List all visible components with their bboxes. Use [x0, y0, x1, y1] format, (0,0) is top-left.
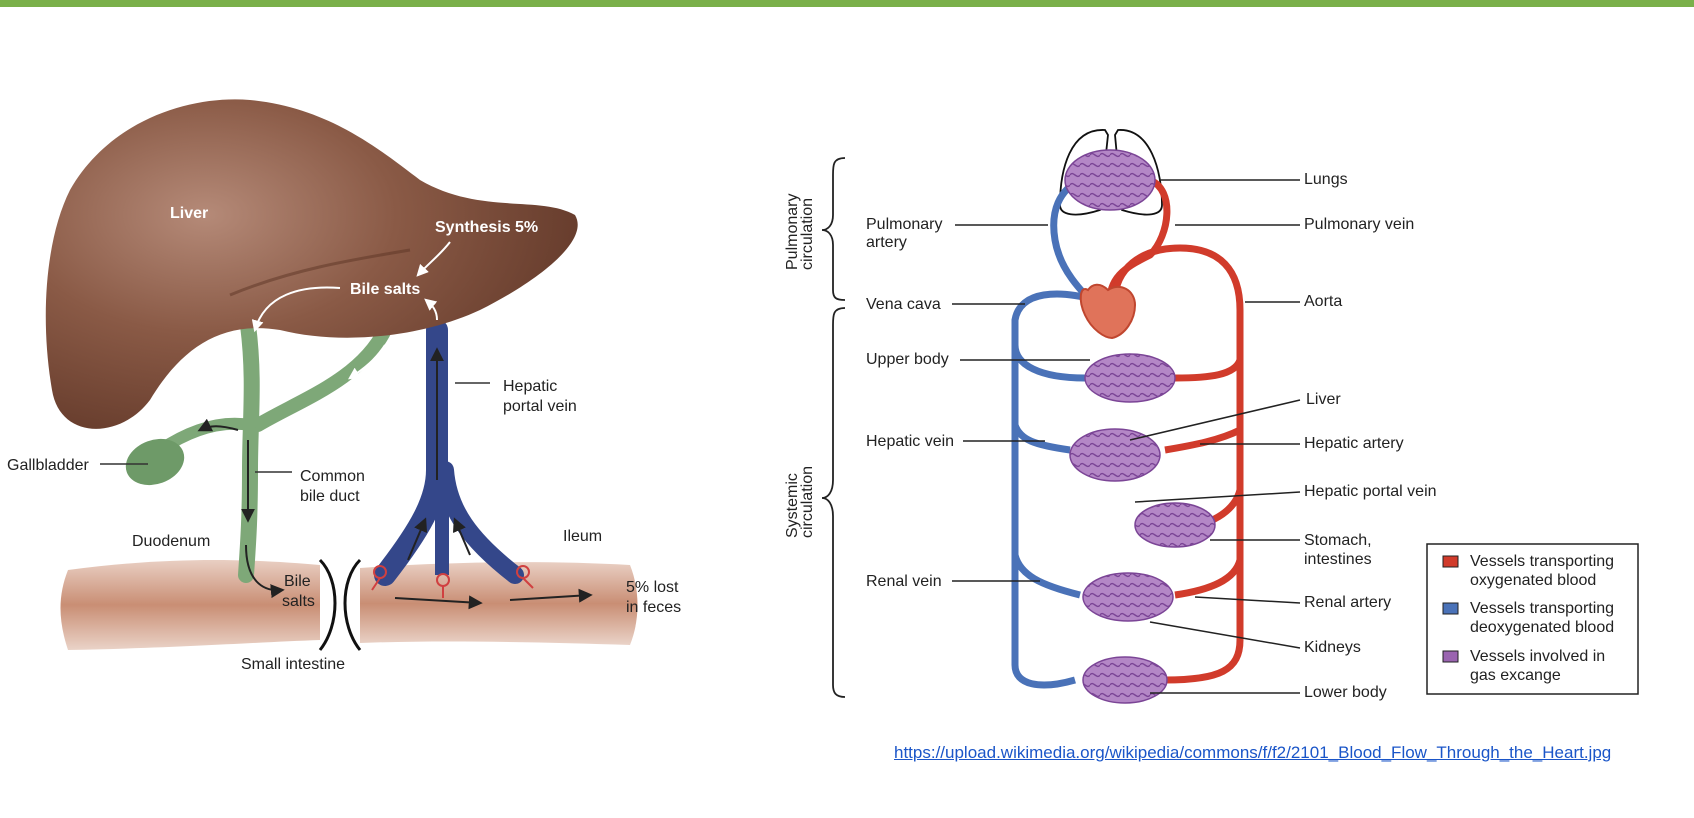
- legend-swatch-deoxygenated: [1442, 602, 1459, 615]
- legend-swatch-oxygenated: [1442, 555, 1459, 568]
- bile-salts-intestine-label-1: Bile: [284, 573, 311, 590]
- synthesis-label: Synthesis 5%: [435, 219, 538, 236]
- lost-in-feces-label-1: 5% lost: [626, 579, 679, 596]
- hepatic-portal-vein-label-2: portal vein: [503, 398, 577, 415]
- common-bile-duct-label-2: bile duct: [300, 488, 360, 505]
- hepatic-portal-vein-label: Hepatic portal vein: [1304, 483, 1437, 500]
- liver-shape: [45, 99, 578, 429]
- common-bile-duct-label-1: Common: [300, 468, 365, 485]
- bile-salt-circulation-diagram: Liver Synthesis 5% Bile salts Hepatic po…: [7, 99, 681, 673]
- stomach-intestines-label-2: intestines: [1304, 551, 1372, 568]
- lungs-label: Lungs: [1304, 171, 1348, 188]
- pulmonary-artery-label-2: artery: [866, 234, 907, 251]
- renal-artery-label: Renal artery: [1304, 594, 1391, 611]
- hepatic-portal-vein-label-1: Hepatic: [503, 378, 557, 395]
- common-bile-duct-shape: [125, 317, 392, 583]
- hepatic-artery-label: Hepatic artery: [1304, 435, 1404, 452]
- stomach-intestines-label-1: Stomach,: [1304, 532, 1372, 549]
- legend-deoxygenated-line2: deoxygenated blood: [1470, 619, 1614, 636]
- systemic-circulation-label-2: circulation: [799, 466, 816, 538]
- systemic-brace: [821, 307, 846, 698]
- liver-label: Liver: [170, 205, 208, 222]
- pulmonary-vein-label: Pulmonary vein: [1304, 216, 1414, 233]
- lower-body-label: Lower body: [1304, 684, 1387, 701]
- pulmonary-circulation-label-2: circulation: [799, 198, 816, 270]
- kidneys-label: Kidneys: [1304, 639, 1361, 656]
- aorta-label: Aorta: [1304, 293, 1342, 310]
- legend: Vessels transporting oxygenated blood Ve…: [1426, 543, 1639, 695]
- upper-body-label: Upper body: [866, 351, 949, 368]
- liver-label: Liver: [1306, 391, 1341, 408]
- deoxygenated-vessels: [1011, 176, 1103, 689]
- small-intestine-shape: [60, 558, 638, 651]
- lost-in-feces-label-2: in feces: [626, 599, 681, 616]
- duodenum-label: Duodenum: [132, 533, 210, 550]
- hepatic-portal-vein-shape: [371, 319, 534, 598]
- legend-gas-exchange-line1: Vessels involved in: [1470, 648, 1605, 665]
- systemic-circulation-label-1: Systemic: [784, 473, 801, 538]
- ileum-label: Ileum: [563, 528, 602, 545]
- renal-vein-label: Renal vein: [866, 573, 942, 590]
- heart-shape: [1079, 283, 1137, 340]
- bile-salts-label: Bile salts: [350, 281, 420, 298]
- hepatic-vein-label: Hepatic vein: [866, 433, 954, 450]
- blood-circulation-diagram: Pulmonary circulation Systemic circulati…: [784, 129, 1639, 704]
- pulmonary-brace: [821, 157, 846, 301]
- vena-cava-label: Vena cava: [866, 296, 941, 313]
- source-link[interactable]: https://upload.wikimedia.org/wikipedia/c…: [894, 743, 1612, 762]
- oxygenated-vessels: [1106, 176, 1244, 684]
- bile-salts-intestine-label-2: salts: [282, 593, 315, 610]
- pulmonary-circulation-label-1: Pulmonary: [784, 194, 801, 270]
- small-intestine-label: Small intestine: [241, 656, 345, 673]
- pulmonary-artery-label-1: Pulmonary: [866, 216, 942, 233]
- legend-swatch-gas-exchange: [1442, 650, 1459, 663]
- legend-oxygenated-line2: oxygenated blood: [1470, 572, 1596, 589]
- legend-gas-exchange-line2: gas excange: [1470, 667, 1561, 684]
- gallbladder-label: Gallbladder: [7, 457, 90, 474]
- legend-deoxygenated-line1: Vessels transporting: [1470, 600, 1614, 617]
- legend-oxygenated-line1: Vessels transporting: [1470, 553, 1614, 570]
- capillary-beds: [1064, 149, 1216, 704]
- top-accent-bar: [0, 0, 1694, 7]
- leader-lines: [952, 179, 1301, 694]
